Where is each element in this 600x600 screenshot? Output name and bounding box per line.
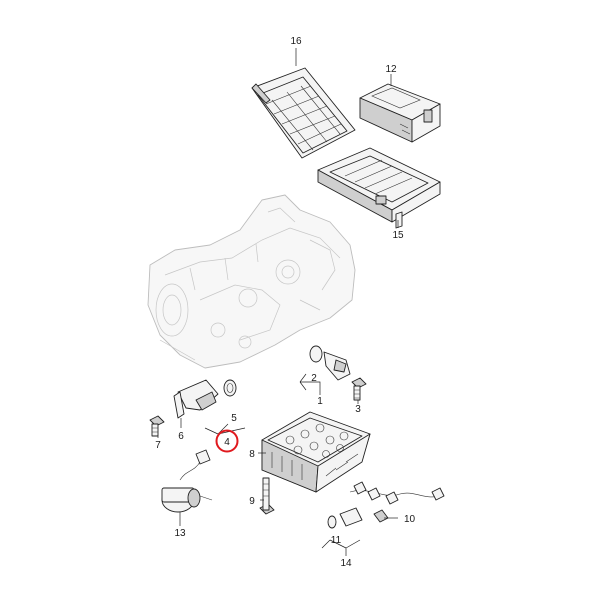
callout-8: 8 (249, 449, 255, 460)
leader-lines (157, 48, 399, 526)
part-12-control-module (359, 83, 441, 143)
callout-labels: 16 12 15 2 1 3 5 6 7 8 9 10 11 13 14 (155, 36, 415, 569)
callout-15: 15 (392, 230, 404, 241)
callout-14: 14 (340, 558, 352, 569)
callout-7: 7 (155, 440, 161, 451)
part-4-5-6-sensor-assembly (173, 379, 246, 435)
part-8-valve-body (261, 411, 371, 493)
part-9-bolt (259, 477, 275, 515)
part-3-bolt (351, 377, 367, 401)
part-15-housing-tray (317, 147, 441, 229)
highlighted-callout-4[interactable]: 4 (215, 429, 239, 453)
callout-6: 6 (178, 431, 184, 442)
part-16-filter-frame (251, 67, 356, 159)
part-1-2-sensor (299, 345, 351, 395)
callout-5: 5 (231, 413, 237, 424)
callout-16: 16 (290, 36, 302, 47)
part-10-11-14-harness (321, 481, 445, 556)
callout-13: 13 (174, 528, 186, 539)
callout-3: 3 (355, 404, 361, 415)
gearbox-housing (147, 194, 356, 369)
callout-1: 1 (317, 396, 323, 407)
part-13-solenoid (161, 449, 213, 513)
callout-4: 4 (224, 437, 230, 448)
part-7-bolt (149, 415, 165, 437)
callout-9: 9 (249, 496, 255, 507)
callout-10: 10 (404, 514, 416, 525)
callout-12: 12 (385, 64, 397, 75)
highlight-ring (215, 429, 239, 453)
callout-11: 11 (331, 535, 342, 546)
callout-2: 2 (311, 373, 317, 384)
